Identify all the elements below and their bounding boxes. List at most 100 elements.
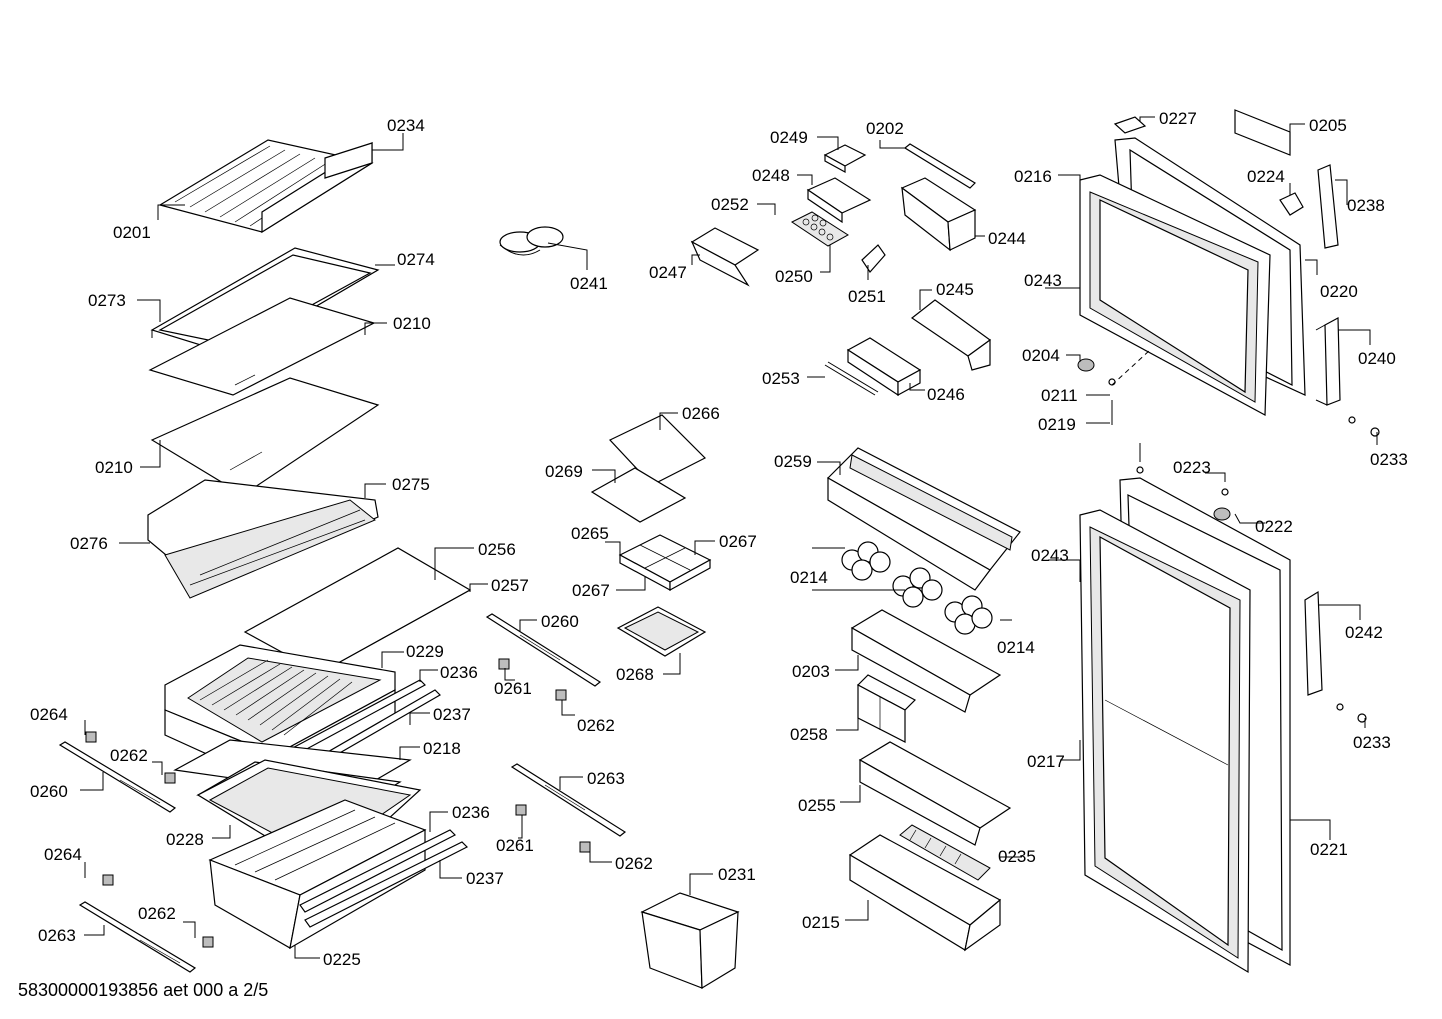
part-hinge-0222	[1136, 443, 1231, 521]
callout-0238: 0238	[1347, 196, 1385, 215]
callout-0260-mid: 0260	[541, 612, 579, 631]
callout-0247: 0247	[649, 263, 687, 282]
callout-0201: 0201	[113, 223, 151, 242]
callout-0256: 0256	[478, 540, 516, 559]
callout-0253: 0253	[762, 369, 800, 388]
callout-0264-lower: 0264	[44, 845, 82, 864]
part-balcony-0259	[827, 447, 1021, 591]
part-cover-0249	[823, 144, 867, 174]
part-slide-0263-mid	[510, 763, 627, 837]
callout-0222: 0222	[1255, 517, 1293, 536]
callout-0276: 0276	[70, 534, 108, 553]
part-egg-box-0265	[618, 534, 712, 592]
part-bin-0247	[690, 227, 760, 287]
drawing-code: 58300000193856 aet 000 a 2/5	[18, 980, 269, 1000]
callout-0261-lower: 0261	[496, 836, 534, 855]
callout-0265: 0265	[571, 524, 609, 543]
part-cap-0227	[1113, 116, 1147, 134]
callout-0264-upper: 0264	[30, 705, 68, 724]
part-balcony-0203	[850, 609, 1002, 713]
part-box-0258	[857, 674, 916, 743]
callout-0260-left: 0260	[30, 782, 68, 801]
callout-0227: 0227	[1159, 109, 1197, 128]
part-handle-0238	[1317, 164, 1339, 249]
callout-0217: 0217	[1027, 752, 1065, 771]
callout-0236-lower: 0236	[452, 803, 490, 822]
callout-0237-upper: 0237	[433, 705, 471, 724]
callout-0215: 0215	[802, 913, 840, 932]
callout-0258: 0258	[790, 725, 828, 744]
callout-0234: 0234	[387, 116, 425, 135]
callout-0219: 0219	[1038, 415, 1076, 434]
part-divider-0235	[899, 824, 991, 881]
part-label-0205	[1234, 109, 1291, 156]
callout-0273: 0273	[88, 291, 126, 310]
callout-0262-upper-mid: 0262	[577, 716, 615, 735]
part-small-clips-left	[85, 731, 214, 948]
part-lower-door-gasket	[1079, 509, 1251, 974]
callout-0262-lower-left: 0262	[138, 904, 176, 923]
callout-0214-right: 0214	[997, 638, 1035, 657]
part-icemaker-0248	[806, 177, 872, 224]
callout-0268: 0268	[616, 665, 654, 684]
part-hinge-0204	[1077, 349, 1151, 425]
callout-0241: 0241	[570, 274, 608, 293]
callout-0231: 0231	[718, 865, 756, 884]
callout-0204: 0204	[1022, 346, 1060, 365]
part-rails-lower	[299, 829, 469, 928]
callout-0263-left: 0263	[38, 926, 76, 945]
callout-0223: 0223	[1173, 458, 1211, 477]
part-slide-0260-mid	[485, 613, 602, 687]
callout-0262-lower-mid: 0262	[615, 854, 653, 873]
callout-0235: 0235	[998, 847, 1036, 866]
callout-0233-upper: 0233	[1370, 450, 1408, 469]
callout-0261-upper: 0261	[494, 679, 532, 698]
callout-0267-left: 0267	[572, 581, 610, 600]
callout-0203: 0203	[792, 662, 830, 681]
callout-0243-lower: 0243	[1031, 546, 1069, 565]
callout-0255: 0255	[798, 796, 836, 815]
callout-0251: 0251	[848, 287, 886, 306]
callout-0220: 0220	[1320, 282, 1358, 301]
leader-lines	[80, 116, 1378, 959]
callout-0214-left: 0214	[790, 568, 828, 587]
callout-0224: 0224	[1247, 167, 1285, 186]
callout-0274: 0274	[397, 250, 435, 269]
callout-0249: 0249	[770, 128, 808, 147]
part-mat-0269	[590, 467, 687, 523]
callout-0210-lower: 0210	[95, 458, 133, 477]
part-bracket-0245	[910, 299, 992, 371]
part-upper-door-gasket	[1079, 174, 1271, 416]
callout-0269: 0269	[545, 462, 583, 481]
part-tray-0268	[616, 606, 707, 657]
callout-labels: 0234 0201 0241 0274 0273 0210 0210 0275 …	[30, 109, 1408, 969]
callout-0237-lower: 0237	[466, 869, 504, 888]
part-screw-0233b	[1336, 703, 1367, 723]
part-clips-0241	[499, 226, 564, 256]
part-rail-0202	[903, 143, 976, 189]
callout-0267-right: 0267	[719, 532, 757, 551]
callout-0246: 0246	[927, 385, 965, 404]
callout-0252: 0252	[711, 195, 749, 214]
part-handle-0242	[1304, 590, 1323, 696]
callout-0216: 0216	[1014, 167, 1052, 186]
part-clip-0251	[861, 244, 886, 273]
part-rod-0253	[824, 361, 879, 396]
part-balcony-0215	[848, 834, 1002, 952]
part-balcony-0255	[858, 741, 1012, 846]
callout-0225: 0225	[323, 950, 361, 969]
part-egg-holders-0214	[841, 541, 993, 635]
part-slide-0263-left	[78, 901, 197, 973]
callout-0210-upper: 0210	[393, 314, 431, 333]
callout-0263-mid: 0263	[587, 769, 625, 788]
callout-0259: 0259	[774, 452, 812, 471]
callout-0205: 0205	[1309, 116, 1347, 135]
callout-0233-lower: 0233	[1353, 733, 1391, 752]
callout-0202: 0202	[866, 119, 904, 138]
part-box-0231	[640, 892, 740, 990]
part-bin-0246	[846, 337, 922, 397]
part-screw-0233a	[1348, 416, 1380, 437]
callout-0262-upper-left: 0262	[110, 746, 148, 765]
part-slide-0260-left	[58, 741, 177, 813]
